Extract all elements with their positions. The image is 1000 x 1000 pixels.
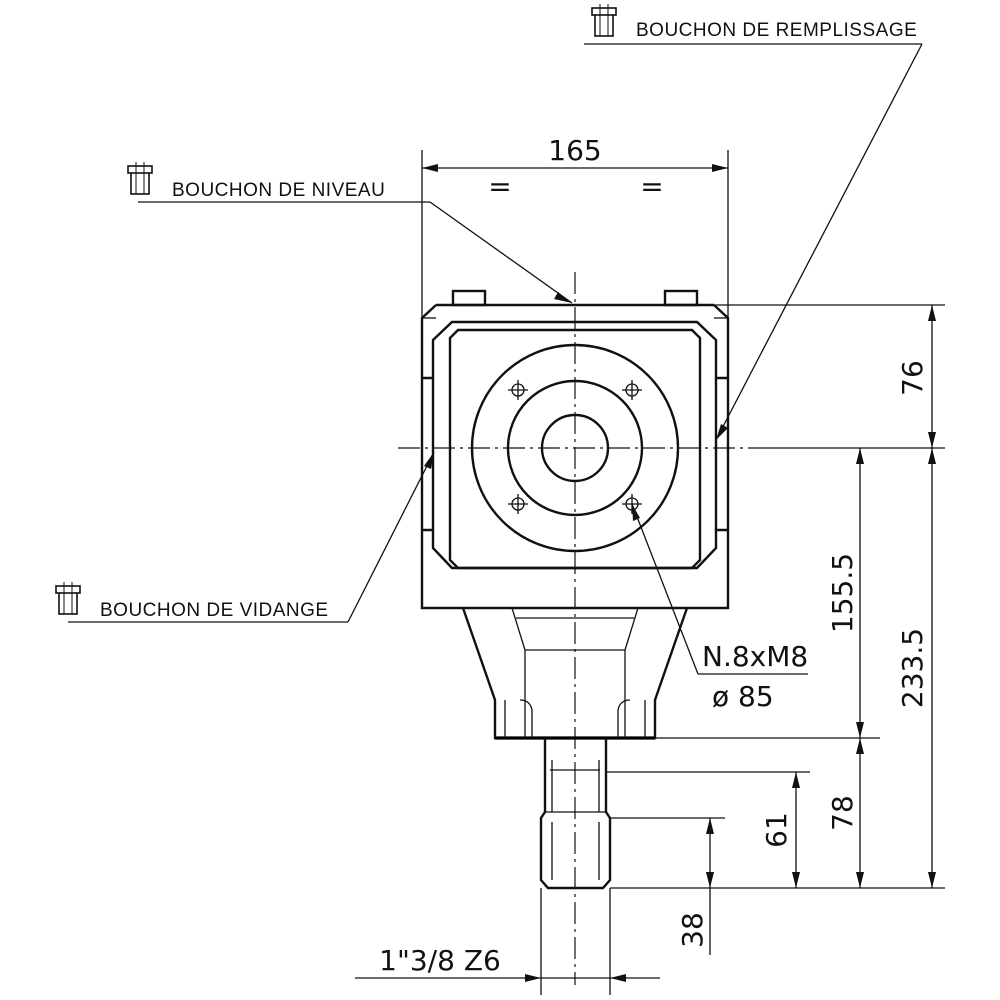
bolt-hole [508, 380, 528, 400]
dim-flange-offset-value: 76 [896, 360, 929, 396]
output-shaft [539, 738, 612, 890]
fill-plug-icon [591, 3, 617, 37]
fill-plug-label: BOUCHON DE REMPLISSAGE [636, 20, 917, 41]
level-plug-icon [127, 161, 153, 195]
level-plug-callout: BOUCHON DE NIVEAU [127, 161, 573, 304]
flange-bolt-circle-label: ø 85 [712, 680, 774, 713]
dim-axis-base-value: 155.5 [826, 553, 859, 633]
spline-spec-label: 1"3/8 Z6 [379, 944, 501, 977]
flange [470, 343, 680, 553]
dim-shaft-length-value: 78 [826, 795, 859, 831]
dim-spline-length-value: 61 [760, 812, 793, 848]
drain-plug-icon [55, 581, 81, 615]
bolt-hole [508, 494, 528, 514]
bolt-hole [622, 380, 642, 400]
fill-plug-callout: BOUCHON DE REMPLISSAGE [584, 3, 923, 441]
dim-vertical-right: 76 155.5 233.5 78 61 38 [606, 304, 945, 955]
flange-callout: N.8xM8 ø 85 [631, 503, 808, 713]
center-lines [398, 272, 752, 985]
drain-plug-label: BOUCHON DE VIDANGE [100, 600, 329, 621]
dim-spline-spec: 1"3/8 Z6 [355, 888, 660, 995]
dim-width-value: 165 [548, 134, 601, 167]
dim-total-height-value: 233.5 [896, 628, 929, 708]
equal-mark: = [640, 170, 663, 203]
gearbox-housing [420, 289, 730, 610]
dim-spline-dia-value: 38 [676, 912, 709, 948]
flange-bolts-label: N.8xM8 [702, 640, 808, 673]
dim-width: 165 = = [421, 134, 729, 318]
level-plug-label: BOUCHON DE NIVEAU [172, 180, 385, 201]
equal-mark: = [488, 170, 511, 203]
drain-plug-callout: BOUCHON DE VIDANGE [55, 451, 435, 623]
output-housing [461, 607, 689, 740]
